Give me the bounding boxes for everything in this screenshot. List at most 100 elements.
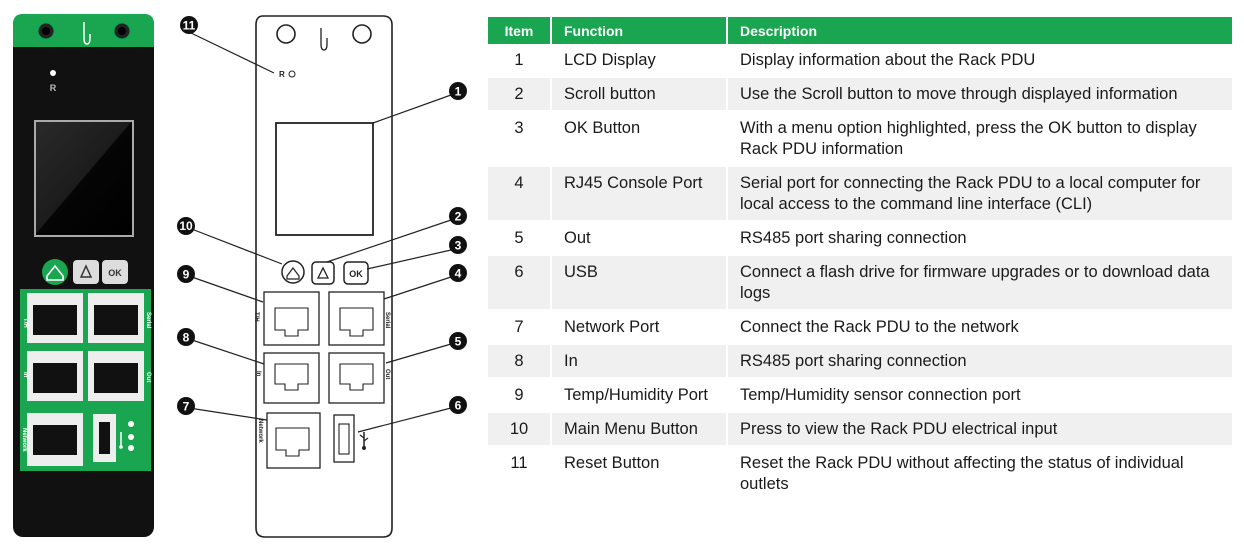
diagram-usb-icon: [359, 432, 369, 450]
cell-description: RS485 port sharing connection: [728, 345, 1234, 379]
diagram-mount-hole-left: [276, 24, 296, 44]
diagram-in-label: In: [255, 371, 261, 377]
main-menu-button[interactable]: [42, 259, 68, 285]
serial-label: Serial: [145, 312, 151, 329]
home-icon: [46, 264, 64, 281]
callout-11: 11: [180, 16, 198, 34]
diagram-out-label: Out: [384, 369, 390, 379]
reset-pinhole[interactable]: [50, 70, 56, 76]
diagram-up-triangle-icon: [316, 266, 330, 279]
ok-label: OK: [108, 268, 122, 278]
usb-icon: [119, 432, 123, 449]
cell-function: USB: [552, 256, 728, 311]
diagram-ok-label: OK: [349, 269, 363, 279]
th-label: T/H: [22, 318, 28, 328]
cell-item: 3: [488, 112, 552, 167]
cell-function: Network Port: [552, 311, 728, 345]
svg-text:7: 7: [183, 400, 190, 414]
cell-item: 5: [488, 222, 552, 256]
diagram-in-port: [263, 352, 320, 404]
svg-text:1: 1: [455, 85, 462, 99]
svg-text:3: 3: [455, 239, 462, 253]
diagram-network-label: Network: [257, 419, 263, 443]
diagram-main-menu-button: [281, 260, 305, 284]
svg-text:6: 6: [455, 399, 462, 413]
cell-item: 6: [488, 256, 552, 311]
cell-item: 10: [488, 413, 552, 447]
cell-item: 7: [488, 311, 552, 345]
diagram-mount-hole-right: [352, 24, 372, 44]
scroll-button[interactable]: [73, 260, 99, 284]
table-header-row: Item Function Description: [488, 17, 1234, 44]
callout-10: 10: [177, 217, 195, 235]
diagram-network-port: [266, 412, 321, 469]
callout-4: 4: [449, 264, 467, 282]
ok-button[interactable]: [102, 260, 128, 284]
diagram-home-icon: [286, 267, 300, 280]
svg-text:9: 9: [183, 268, 190, 282]
status-led-1: [128, 421, 134, 427]
callout-9: 9: [177, 265, 195, 283]
cell-item: 8: [488, 345, 552, 379]
pdu-diagram: R OK T/H Serial In Out Network: [177, 15, 467, 538]
cell-item: 9: [488, 379, 552, 413]
cell-description: Display information about the Rack PDU: [728, 44, 1234, 78]
cell-function: OK Button: [552, 112, 728, 167]
diagram-scroll-button: [311, 261, 335, 285]
header-function: Function: [552, 17, 728, 44]
diagram-th-label: T/H: [253, 312, 259, 322]
cell-description: Connect the Rack PDU to the network: [728, 311, 1234, 345]
diagram-reset-label: R: [279, 70, 285, 79]
header-item: Item: [488, 17, 552, 44]
callout-7: 7: [177, 397, 195, 415]
network-label: Network: [21, 428, 27, 452]
key-slot-icon: [83, 22, 91, 45]
callout-6: 6: [449, 396, 467, 414]
status-led-3: [128, 445, 134, 451]
cell-description: RS485 port sharing connection: [728, 222, 1234, 256]
svg-text:11: 11: [183, 19, 196, 33]
reset-label: R: [50, 83, 57, 93]
cell-function: RJ45 Console Port: [552, 167, 728, 222]
diagram-th-port: [263, 291, 320, 346]
callout-8: 8: [177, 328, 195, 346]
lcd-display: [34, 120, 134, 237]
cell-function: In: [552, 345, 728, 379]
cell-item: 4: [488, 167, 552, 222]
diagram-reset-pinhole: [288, 70, 296, 78]
pdu-photo: R OK T/H Serial In Out Network: [13, 14, 154, 537]
diagram-usb-port: [333, 414, 355, 463]
diagram-serial-label: Serial: [384, 312, 390, 329]
cell-description: Connect a flash drive for firmware upgra…: [728, 256, 1234, 311]
svg-text:4: 4: [455, 267, 462, 281]
cell-item: 2: [488, 78, 552, 112]
header-description: Description: [728, 17, 1234, 44]
diagram-ok-button: [343, 261, 369, 285]
diagram-serial-port: [328, 291, 385, 346]
diagram-key-slot-icon: [320, 28, 328, 51]
diagram-out-port: [328, 352, 385, 404]
cell-description: Serial port for connecting the Rack PDU …: [728, 167, 1234, 222]
callout-1: 1: [449, 82, 467, 100]
out-label: Out: [145, 372, 151, 382]
cell-description: Reset the Rack PDU without affecting the…: [728, 447, 1234, 502]
callout-5: 5: [449, 332, 467, 350]
in-label: In: [22, 372, 28, 378]
up-triangle-icon: [79, 264, 93, 278]
cell-function: Out: [552, 222, 728, 256]
cell-item: 1: [488, 44, 552, 78]
cell-description: Press to view the Rack PDU electrical in…: [728, 413, 1234, 447]
status-led-2: [128, 434, 134, 440]
